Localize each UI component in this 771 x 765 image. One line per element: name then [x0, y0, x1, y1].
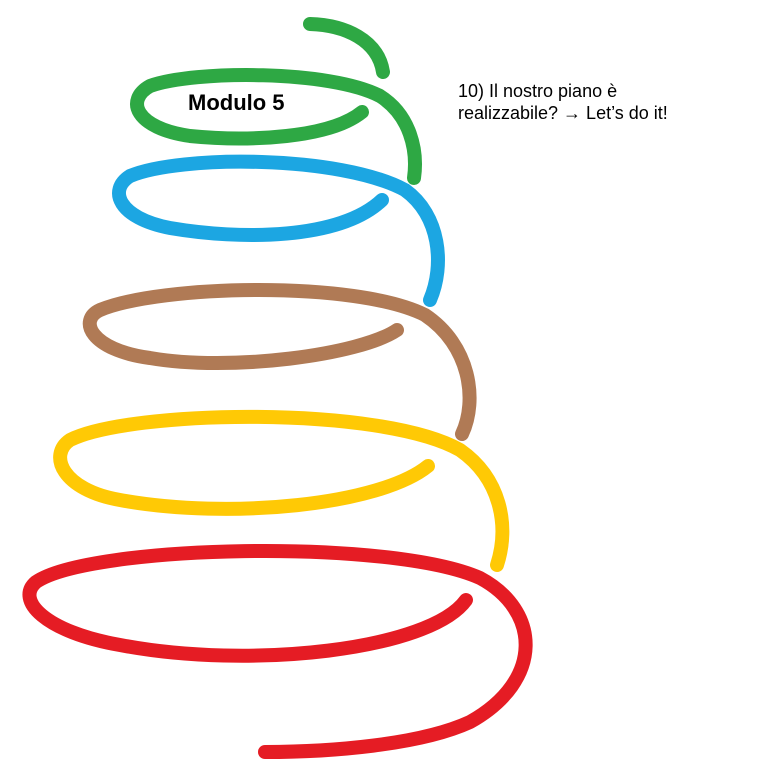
- spiral-yellow-loop: [53, 409, 510, 572]
- module-label: Modulo 5: [188, 90, 285, 115]
- spiral-green-tail: [303, 17, 390, 79]
- spiral-green-loop: [130, 68, 422, 185]
- spiral-red-loop: [22, 543, 533, 759]
- caption-line-1: 10) Il nostro piano è: [458, 81, 618, 101]
- spiral-brown-loop: [82, 283, 477, 441]
- step-caption: 10) Il nostro piano è realizzabile? → Le…: [458, 80, 768, 124]
- caption-line-2: realizzabile? → Let’s do it!: [458, 103, 668, 123]
- spiral-blue-loop: [112, 154, 445, 307]
